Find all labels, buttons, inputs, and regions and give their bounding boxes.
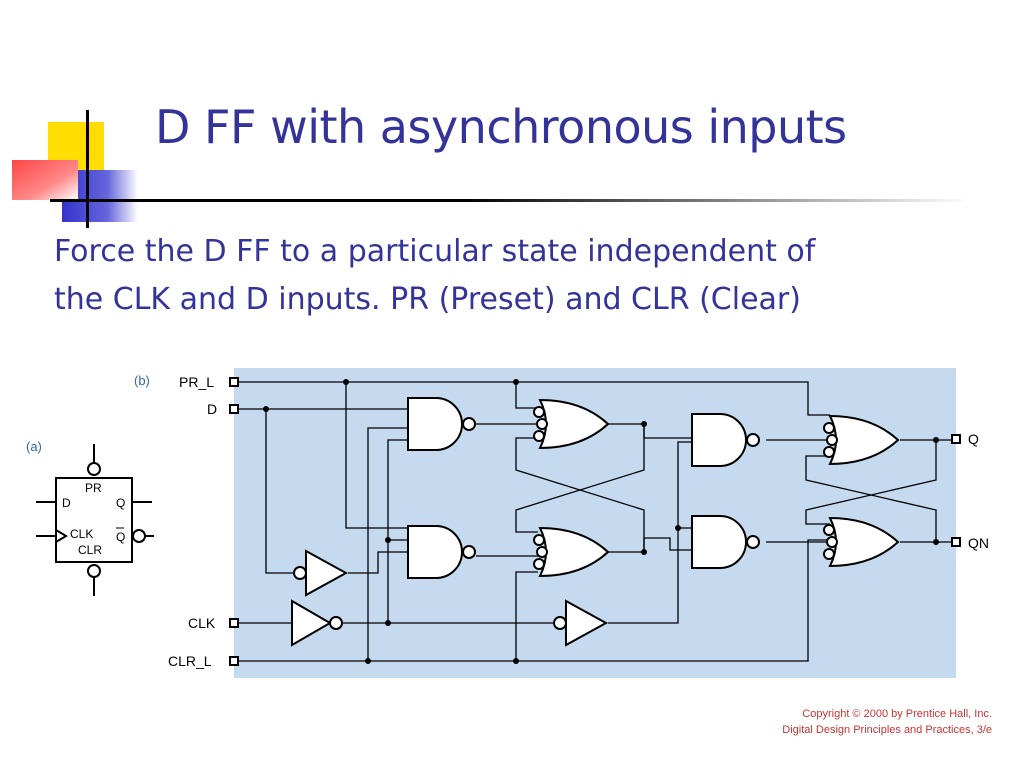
inverter-clk-second xyxy=(553,599,609,647)
terminal-pr xyxy=(229,377,239,387)
pin-clk-label: CLK xyxy=(70,527,93,541)
pin-d-label: D xyxy=(62,496,71,510)
terminal-qn xyxy=(951,537,961,547)
copyright-line2: Digital Design Principles and Practices,… xyxy=(782,724,992,736)
inverter-clk xyxy=(291,599,343,647)
input-pr-label: PR_L xyxy=(179,374,214,390)
input-clk-label: CLK xyxy=(188,615,216,631)
pin-q-label: Q xyxy=(116,496,125,510)
ff-box xyxy=(55,477,133,563)
pr-bubble xyxy=(87,462,101,476)
output-qn-label: QN xyxy=(968,535,989,551)
diagram-b-label: (b) xyxy=(134,373,150,388)
inverter-d xyxy=(293,549,349,597)
wires xyxy=(238,381,952,662)
diagram-a-ff-symbol: (a) PR D Q CLK Q CLR xyxy=(26,439,154,596)
input-d-label: D xyxy=(207,401,217,417)
pin-clr-label: CLR xyxy=(78,543,102,557)
terminal-d xyxy=(229,404,239,414)
deco-red-square xyxy=(12,160,78,200)
body-text-line2: the CLK and D inputs. PR (Preset) and CL… xyxy=(54,282,801,317)
slide-title: D FF with asynchronous inputs xyxy=(155,100,847,154)
pin-qn-label: Q xyxy=(116,530,125,544)
terminal-q xyxy=(951,434,961,444)
deco-vertical-line xyxy=(86,110,89,228)
body-text-line1: Force the D FF to a particular state ind… xyxy=(54,234,816,269)
terminal-clr xyxy=(229,656,239,666)
diagram-a-label: (a) xyxy=(26,439,42,454)
pin-pr-label: PR xyxy=(85,481,102,495)
terminal-clk xyxy=(229,618,239,628)
output-q-label: Q xyxy=(968,431,979,447)
diagram-b-circuit: (b) PR_L D CLK CLR_L Q QN xyxy=(134,368,989,678)
junction-dots xyxy=(263,379,939,664)
clr-bubble xyxy=(87,564,101,578)
clk-triangle xyxy=(55,529,68,543)
input-clr-label: CLR_L xyxy=(168,653,212,669)
title-rule xyxy=(50,199,970,202)
copyright-line1: Copyright © 2000 by Prentice Hall, Inc. xyxy=(802,708,992,720)
